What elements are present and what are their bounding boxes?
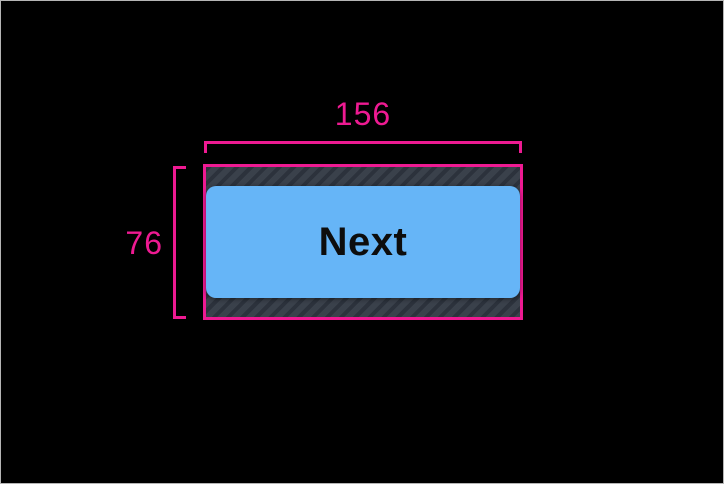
next-button[interactable]: Next [206, 186, 520, 298]
next-button-label: Next [318, 220, 408, 264]
width-dimension-label: 156 [334, 96, 392, 132]
height-dimension-bracket [173, 166, 186, 319]
height-dimension-label: 76 [125, 225, 163, 261]
selection-bounds: Next [203, 164, 523, 320]
width-dimension-bracket [204, 141, 522, 153]
